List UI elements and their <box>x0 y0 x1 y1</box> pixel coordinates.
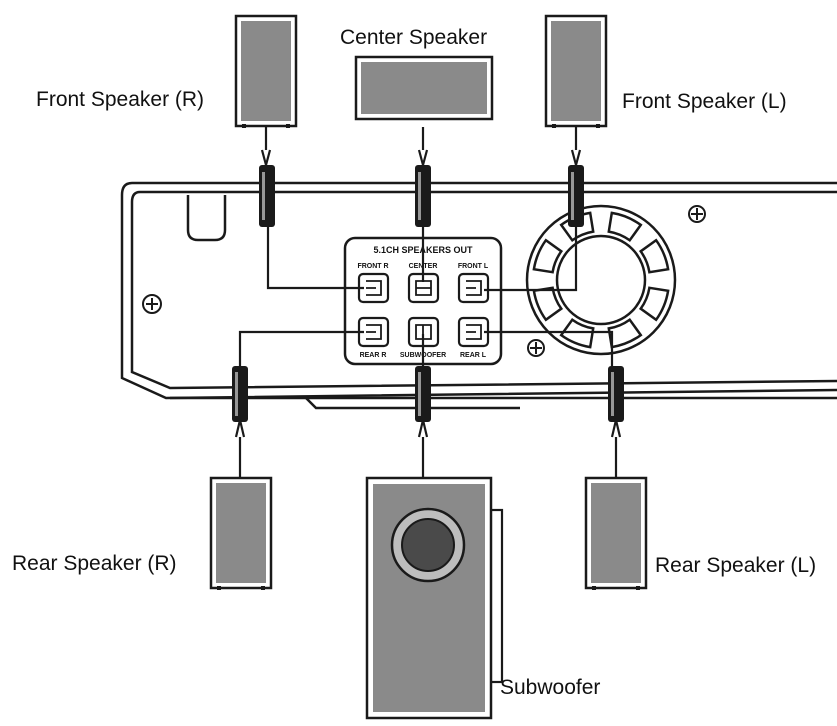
label-rear-left: Rear Speaker (L) <box>655 554 817 577</box>
panel-label-front-l: FRONT L <box>458 263 489 270</box>
panel-label-rear-l: REAR L <box>460 352 487 359</box>
panel-label-front-r: FRONT R <box>357 263 388 270</box>
vent-slot <box>532 238 564 274</box>
rear-left-speaker <box>584 476 648 590</box>
label-front-right: Front Speaker (R) <box>36 88 205 111</box>
front-left-speaker <box>544 14 608 128</box>
panel-label-rear-r: REAR R <box>360 352 387 359</box>
subwoofer-speaker <box>365 476 504 720</box>
front-right-speaker <box>234 14 298 128</box>
label-center: Center Speaker <box>340 26 488 49</box>
center-speaker <box>354 55 494 121</box>
label-rear-right: Rear Speaker (R) <box>12 552 177 575</box>
receiver-unit <box>120 181 837 410</box>
vent-slot <box>559 317 595 349</box>
vent-slot <box>559 211 595 243</box>
vent-slot <box>638 238 670 274</box>
vent-slot <box>638 286 670 322</box>
label-subwoofer: Subwoofer <box>500 676 601 699</box>
vent-slot <box>607 211 643 243</box>
label-front-left: Front Speaker (L) <box>622 90 787 113</box>
vent-slot <box>532 286 564 322</box>
vent-slot <box>607 317 643 349</box>
rear-right-speaker <box>209 476 273 590</box>
fan-vent <box>525 204 677 356</box>
